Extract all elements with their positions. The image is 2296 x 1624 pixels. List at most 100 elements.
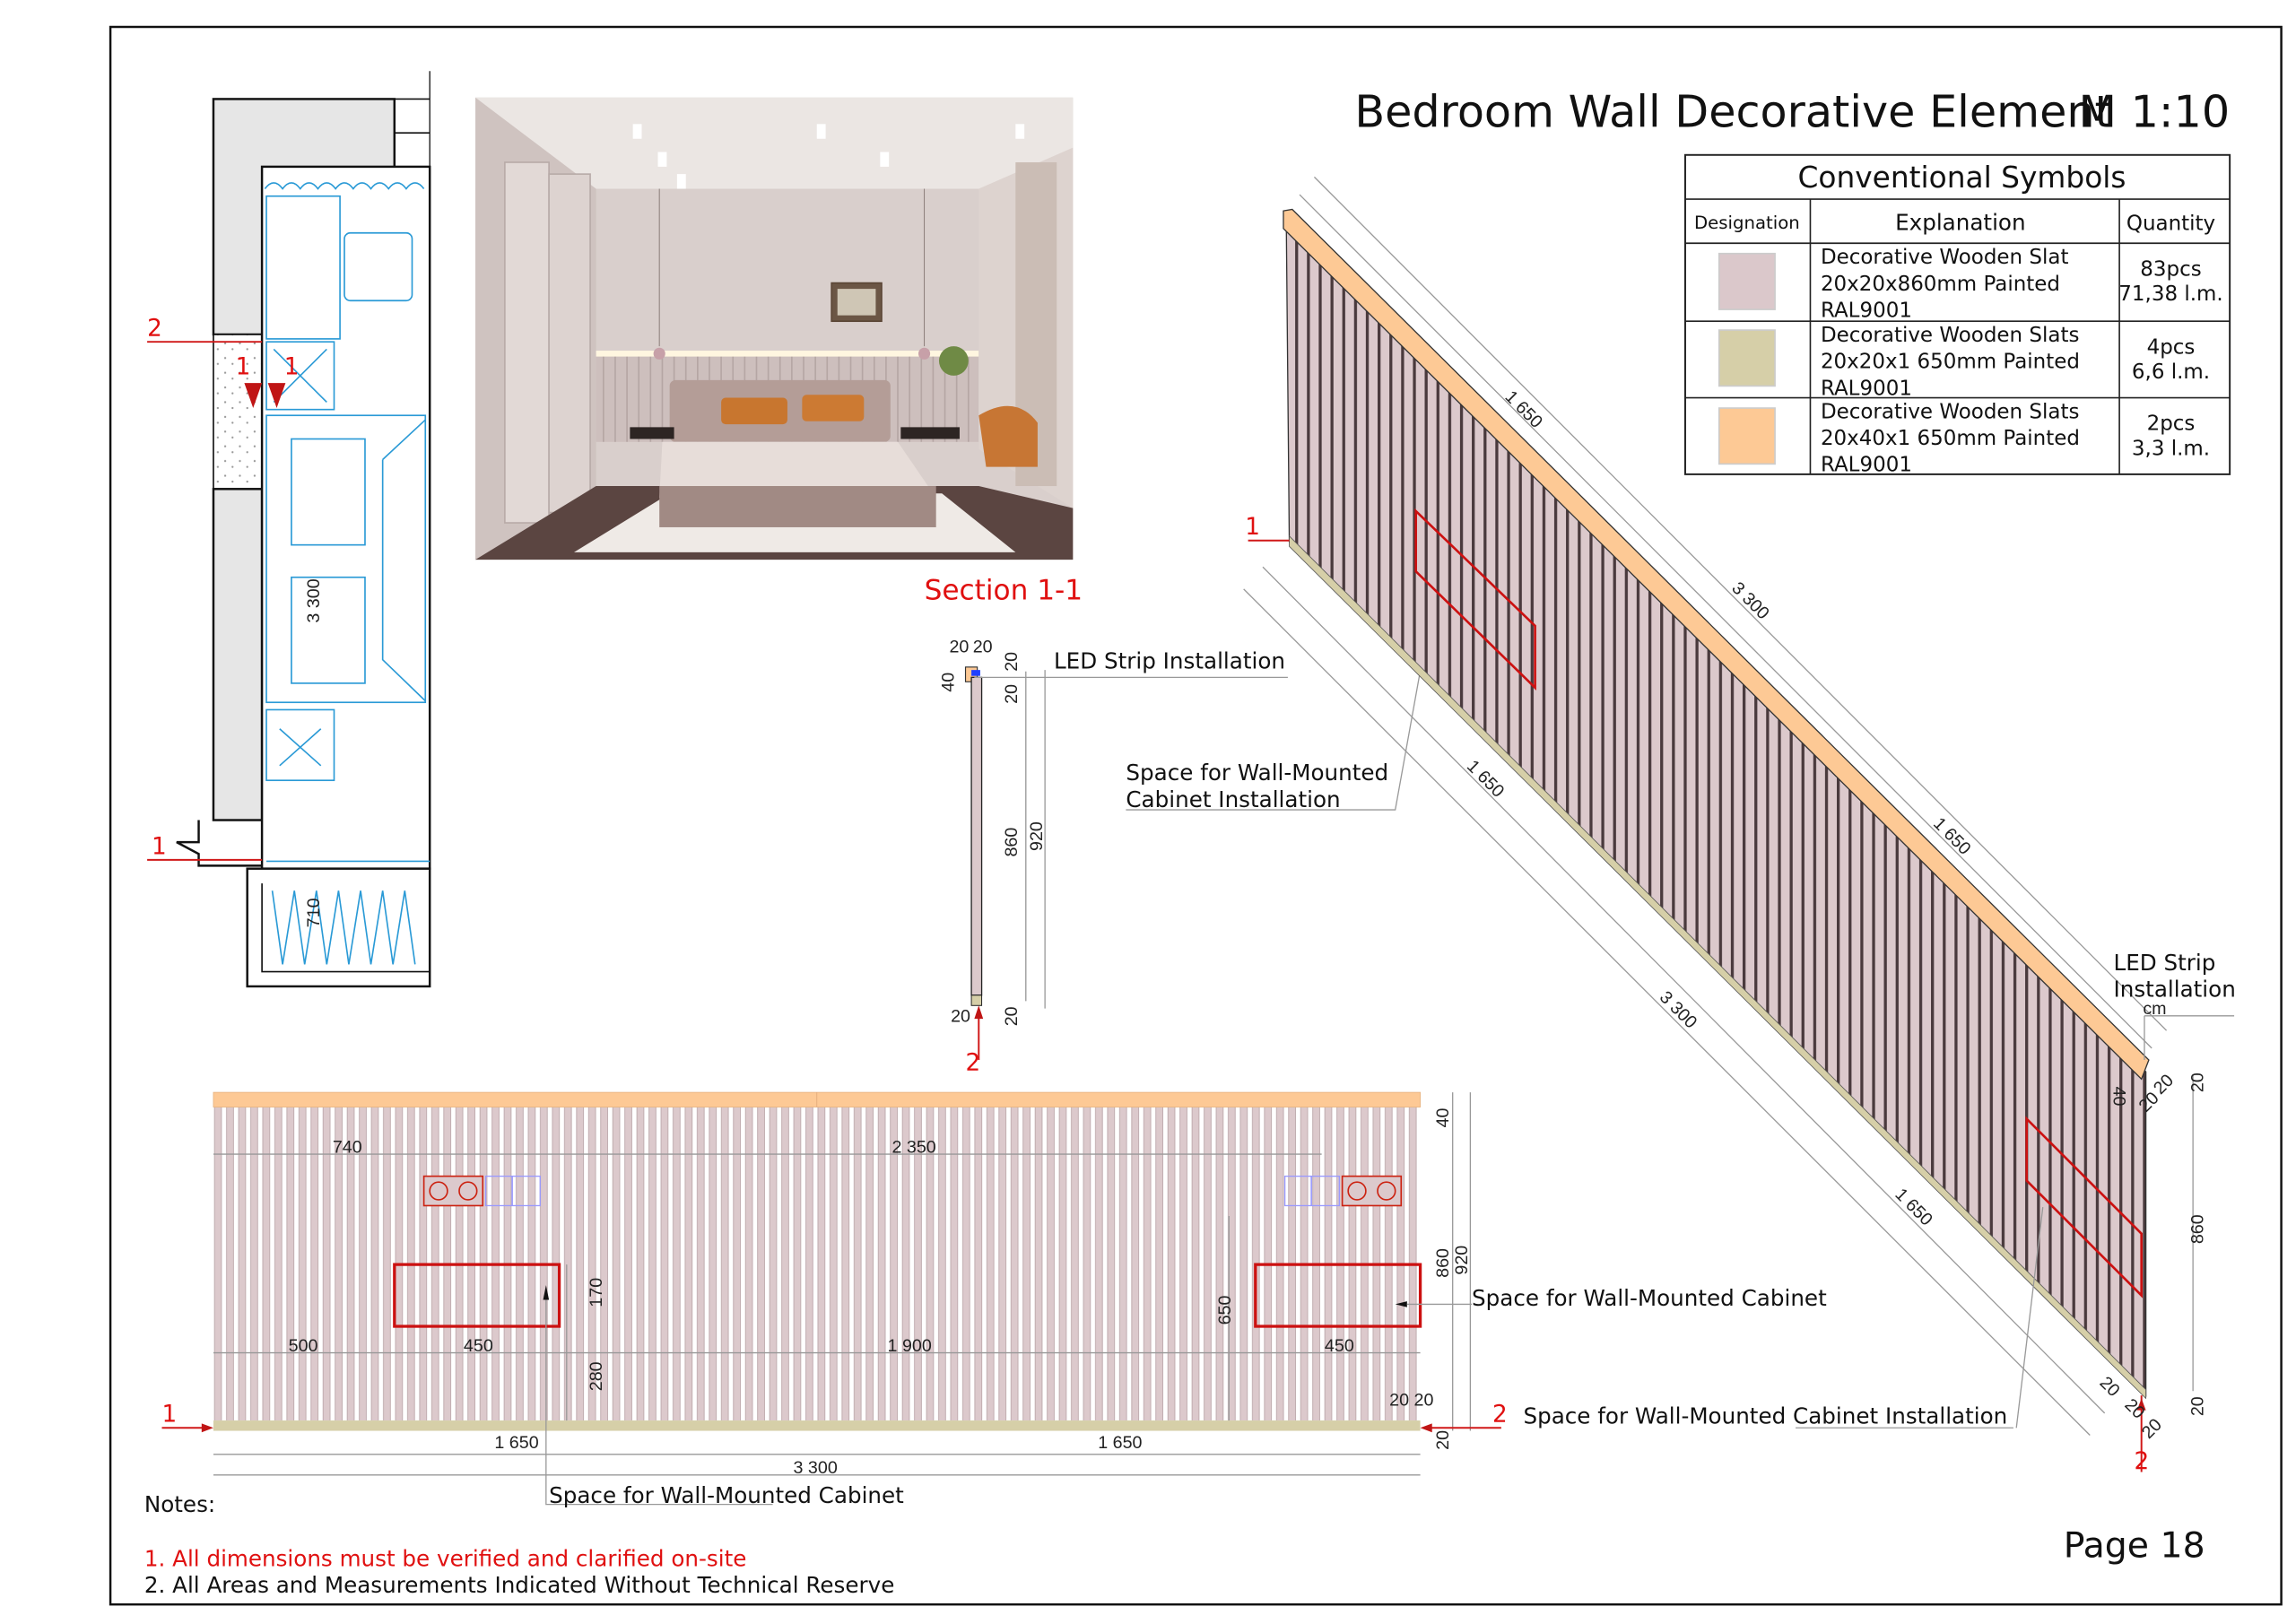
iso-cabinet-outline-left (1414, 508, 1536, 690)
legend-explanation-line: Decorative Wooden Slats (1821, 324, 2079, 347)
legend-title: Conventional Symbols (1797, 161, 2126, 195)
section-dim-20a: 20 (949, 637, 969, 656)
legend-row: Decorative Wooden Slats 20x20x1 650mm Pa… (1718, 324, 2210, 400)
elev-dim-860: 860 (1433, 1248, 1453, 1278)
elev-dim-740: 740 (333, 1137, 362, 1157)
legend-header-quantity: Quantity (2126, 212, 2215, 235)
section-dim-20-second: 20 (1002, 684, 1022, 704)
swatch-beige-slat (1718, 329, 1776, 387)
legend-row: Decorative Wooden Slats 20x40x1 650mm Pa… (1718, 401, 2210, 477)
iso-dim-bottom: 1 650 (1891, 1185, 1935, 1229)
legend-qty: 71,38 l.m. (2118, 282, 2222, 306)
legend-explanation-line: 20x40x1 650mm Painted (1821, 427, 2080, 450)
front-elevation: 1 2 740 2 350 500 450 1 900 450 170 280 … (162, 1091, 1827, 1508)
sheet-title: Bedroom Wall Decorative Element M 1:10 (1354, 86, 2230, 138)
iso-bottom-rail (1289, 534, 2147, 1400)
section-dim-860: 860 (1002, 828, 1022, 857)
plan-marker-1a: 1 (236, 353, 251, 380)
iso-dim-b20: 20 (2096, 1373, 2124, 1401)
legend-explanation-line: RAL9001 (1821, 454, 1912, 477)
legend-table: Conventional Symbols Designation Explana… (1683, 153, 2231, 477)
cabinet-space-label: Cabinet Installation (1126, 786, 1340, 812)
iso-dim-40: 40 (2109, 1087, 2129, 1107)
swatch-pink-slat (1718, 252, 1776, 310)
legend-explanation-line: Decorative Wooden Slat (1821, 246, 2069, 269)
led-strip-label: LED Strip Installation (1054, 648, 1285, 674)
iso-marker-1: 1 (1245, 514, 1260, 541)
swatch-orange-slat (1718, 407, 1776, 465)
legend-qty: 4pcs (2147, 335, 2196, 359)
notes-title: Notes: (144, 1491, 215, 1517)
section-dim-40: 40 (938, 673, 958, 692)
elev-dim-650: 650 (1215, 1295, 1235, 1324)
iso-dim-top: 3 300 (1727, 578, 1772, 623)
title-text: Bedroom Wall Decorative Element (1354, 86, 2111, 138)
elev-dim-1900: 1 900 (888, 1336, 932, 1356)
floor-plan: 2 1 1 1 3 300 710 (147, 71, 431, 988)
plan-marker-1: 1 (152, 833, 167, 860)
legend-explanation-line: Decorative Wooden Slats (1821, 401, 2079, 424)
sheet-border (109, 25, 2283, 1606)
elev-dim-2350: 2 350 (891, 1137, 935, 1157)
section-dim-20-bottom-b: 20 (1002, 1006, 1022, 1026)
elev-dim-2020: 20 20 (1389, 1391, 1433, 1411)
plan-dim-3300: 3 300 (304, 578, 324, 622)
iso-led-label: LED Strip (2114, 950, 2216, 976)
legend-header-designation: Designation (1694, 213, 1800, 233)
socket-group-right (1283, 1175, 1403, 1207)
iso-dim-20-bottom: 20 (2188, 1396, 2208, 1416)
isometric-view: 1 2 1 650 3 300 1 650 1 650 3 300 1 650 … (1243, 176, 2236, 1475)
legend-explanation-line: 20x20x1 650mm Painted (1821, 351, 2080, 374)
iso-marker-2: 2 (2134, 1448, 2149, 1475)
scale-text: M 1:10 (2079, 86, 2231, 138)
elev-dim-1650: 1 650 (494, 1433, 538, 1453)
legend-explanation-line: RAL9001 (1821, 377, 1912, 400)
elev-dim-450: 450 (1325, 1336, 1354, 1356)
legend-explanation-line: 20x20x860mm Painted (1821, 273, 2060, 296)
iso-dim-b20: 20 (2120, 1395, 2148, 1423)
plan-marker-2: 2 (147, 316, 162, 343)
iso-cabinet-outline-right (2025, 1116, 2144, 1298)
notes: Notes: 1. All dimensions must be verifie… (144, 1491, 895, 1598)
section-dim-920: 920 (1027, 821, 1047, 851)
legend-qty: 83pcs (2140, 257, 2201, 281)
elev-marker-1: 1 (162, 1402, 178, 1429)
section-dim-20-bottom: 20 (951, 1006, 970, 1026)
iso-led-label: Installation (2114, 976, 2236, 1002)
legend-header-explanation: Explanation (1895, 209, 2025, 235)
plan-marker-1b: 1 (284, 353, 300, 380)
section-title: Section 1-1 (925, 574, 1083, 606)
legend-qty: 2pcs (2147, 413, 2196, 436)
elev-dim-170: 170 (587, 1278, 606, 1307)
iso-led-sub: cm (2143, 999, 2166, 1019)
elev-bottom-rail (213, 1420, 1421, 1431)
elev-dim-1650: 1 650 (1098, 1433, 1142, 1453)
iso-dim-860: 860 (2188, 1214, 2208, 1244)
section-dim-20b: 20 (973, 637, 993, 656)
elev-cabinet-label-bottom: Space for Wall-Mounted Cabinet (549, 1482, 904, 1508)
elev-cabinet-right (1254, 1263, 1422, 1328)
plan-dim-710: 710 (304, 898, 324, 927)
legend-qty: 3,3 l.m. (2132, 438, 2210, 461)
iso-cabinet-label: Space for Wall-Mounted Cabinet Installat… (1523, 1403, 2007, 1429)
elev-dim-920: 920 (1452, 1246, 1472, 1275)
section-1-1: Section 1-1 20 20 40 20 20 860 920 20 20… (925, 574, 1436, 1077)
elev-dim-280: 280 (587, 1361, 606, 1391)
elev-dim-3300: 3 300 (794, 1458, 838, 1478)
legend-row: Decorative Wooden Slat 20x20x860mm Paint… (1718, 246, 2223, 322)
note-item-1: 1. All dimensions must be verified and c… (144, 1546, 747, 1572)
socket-group-left (422, 1175, 541, 1207)
elev-cabinet-label-right: Space for Wall-Mounted Cabinet (1472, 1285, 1827, 1311)
page-number: Page 18 (2064, 1525, 2205, 1567)
legend-qty: 6,6 l.m. (2132, 360, 2210, 384)
iso-top-led-rail (1283, 208, 2150, 1081)
iso-dim-20-top: 20 (2188, 1073, 2208, 1092)
elev-cabinet-left (393, 1263, 561, 1328)
cabinet-space-label: Space for Wall-Mounted (1126, 760, 1388, 786)
iso-dim-bottom: 1 650 (1463, 756, 1508, 801)
iso-dim-bottom: 3 300 (1656, 987, 1700, 1032)
bedroom-render-image (475, 97, 1074, 560)
elev-dim-20: 20 (1433, 1430, 1453, 1450)
section-dim-20-top: 20 (1002, 652, 1022, 672)
